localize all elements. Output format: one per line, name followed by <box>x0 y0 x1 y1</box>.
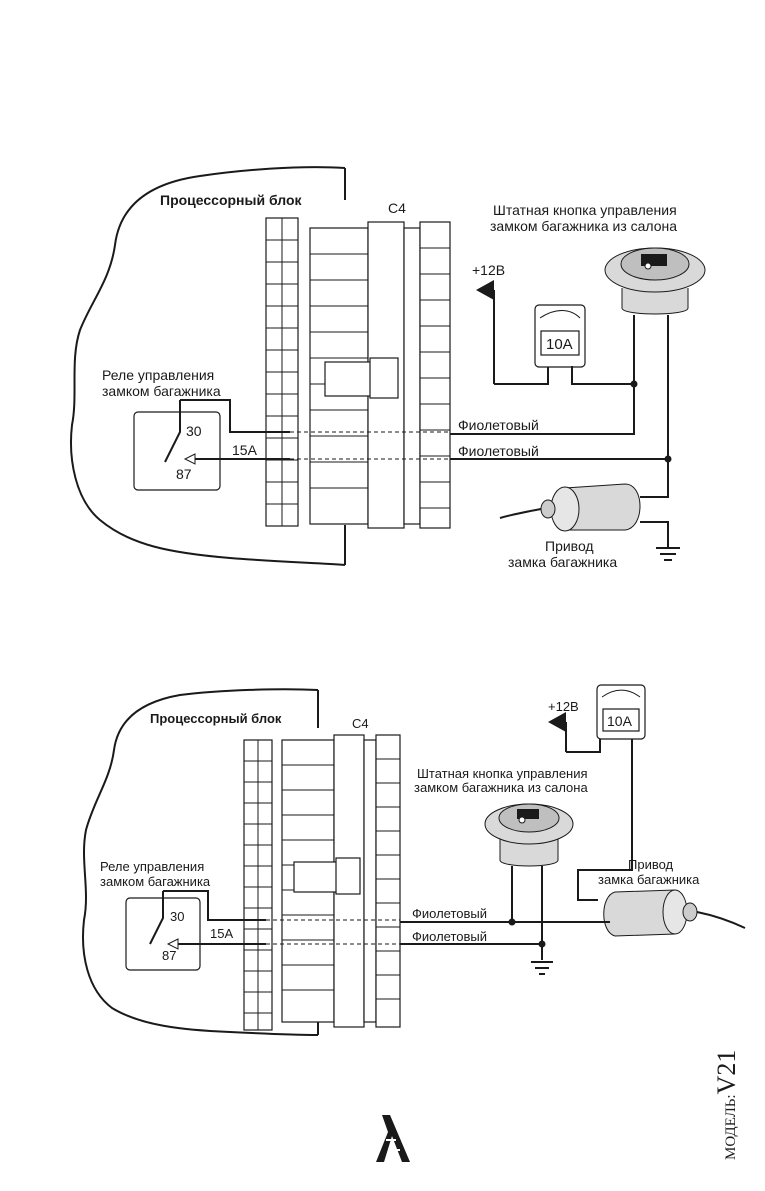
processor-label: Процессорный блок <box>160 192 303 208</box>
bottom-diagram: Процессорный блок C4 Реле управления зам… <box>82 684 746 1036</box>
relay-title-line1: Реле управления <box>102 367 214 383</box>
model-prefix: МОДЕЛЬ: <box>723 1094 739 1160</box>
connector-c4 <box>309 221 451 529</box>
power-label: +12В <box>472 262 505 278</box>
actuator-label-line1: Привод <box>545 538 594 554</box>
relay-pin-30-2: 30 <box>170 909 184 924</box>
fuse-15a-label: 15A <box>232 442 258 458</box>
model-name: V21 <box>712 1049 741 1095</box>
button-label-line2-2: замком багажника из салона <box>414 780 588 795</box>
svg-text:10A: 10A <box>607 713 633 729</box>
brand-logo-icon <box>376 1115 410 1162</box>
trunk-button-icon-2 <box>484 803 574 867</box>
button-label-line2: замком багажника из салона <box>490 218 677 234</box>
ground-icon-2 <box>531 961 553 975</box>
button-label-line1: Штатная кнопка управления <box>493 202 677 218</box>
top-diagram: Процессорный блок C4 Реле управления зам… <box>70 166 706 570</box>
trunk-button-icon <box>604 247 706 315</box>
wire-label-2: Фиолетовый <box>458 443 539 459</box>
button-label-line1-2: Штатная кнопка управления <box>417 766 588 781</box>
fuse-15a-label-2: 15A <box>210 926 233 941</box>
processor-label-2: Процессорный блок <box>150 711 282 726</box>
pin-cells <box>266 218 298 526</box>
relay-wire-30 <box>180 399 290 433</box>
relay-title-line2-2: замком багажника <box>100 874 211 889</box>
power-label-2: +12В <box>548 699 579 714</box>
actuator-label-line2-2: замка багажника <box>598 872 700 887</box>
wire-label-1-2: Фиолетовый <box>412 906 487 921</box>
relay-pin-30: 30 <box>186 423 202 439</box>
connector-c4-2 <box>281 734 401 1028</box>
ground-icon <box>656 547 680 561</box>
wire-label-1: Фиолетовый <box>458 417 539 433</box>
violet-wire-1 <box>450 384 635 435</box>
relay-title-line2: замком багажника <box>102 383 221 399</box>
relay-contact-2 <box>149 891 164 945</box>
trunk-actuator-icon-2 <box>603 889 746 937</box>
model-label: МОДЕЛЬ:V21 <box>712 1040 742 1160</box>
trunk-actuator-icon <box>499 483 641 532</box>
connector-label: C4 <box>388 200 406 216</box>
processor-unit-outline <box>70 166 346 566</box>
fuse-10a: 10A <box>534 304 586 368</box>
relay-contact <box>164 400 181 463</box>
relay-pin-87: 87 <box>176 466 192 482</box>
relay-title-line1-2: Реле управления <box>100 859 204 874</box>
connector-label-2: C4 <box>352 716 369 731</box>
relay-pin-87-2: 87 <box>162 948 176 963</box>
svg-text:10A: 10A <box>546 336 573 353</box>
pin-cells-2 <box>244 740 272 1030</box>
wire-label-2-2: Фиолетовый <box>412 929 487 944</box>
actuator-label-line1-2: Привод <box>628 857 674 872</box>
fuse-10a-2: 10A <box>596 684 646 740</box>
relay-box <box>133 411 221 491</box>
actuator-label-line2: замка багажника <box>508 554 617 570</box>
